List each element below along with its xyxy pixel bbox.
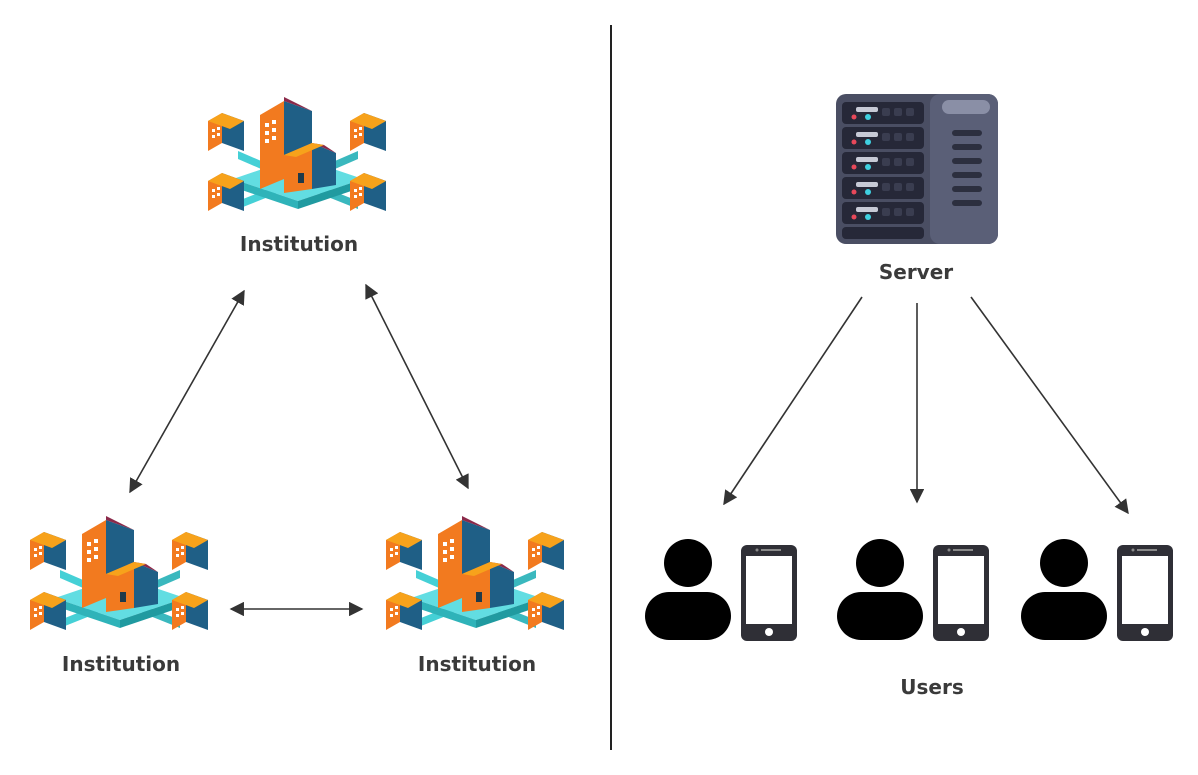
users-label: Users: [900, 675, 963, 699]
institution-icon: [386, 516, 564, 630]
user-icon: [837, 539, 989, 641]
institution-bottom-left-label: Institution: [62, 652, 180, 676]
arrow-server-to-user-3: [970, 296, 1129, 515]
server-label: Server: [879, 260, 953, 284]
institution-bottom-left: Institution: [30, 516, 208, 676]
arrow-top-to-bottom-right: [365, 283, 469, 490]
server: Server: [836, 94, 998, 284]
user-icon: [1021, 539, 1173, 641]
institution-bottom-right-label: Institution: [418, 652, 536, 676]
server-icon: [836, 94, 998, 244]
institution-icon: [208, 97, 386, 211]
arrow-server-to-user-1: [723, 296, 863, 506]
arrow-top-to-bottom-left: [129, 289, 245, 494]
institution-top-label: Institution: [240, 232, 358, 256]
user-group: Users: [645, 539, 1173, 699]
institution-bottom-right: Institution: [386, 516, 564, 676]
institution-top: Institution: [208, 97, 386, 256]
institution-icon: [30, 516, 208, 630]
user-icon: [645, 539, 797, 641]
